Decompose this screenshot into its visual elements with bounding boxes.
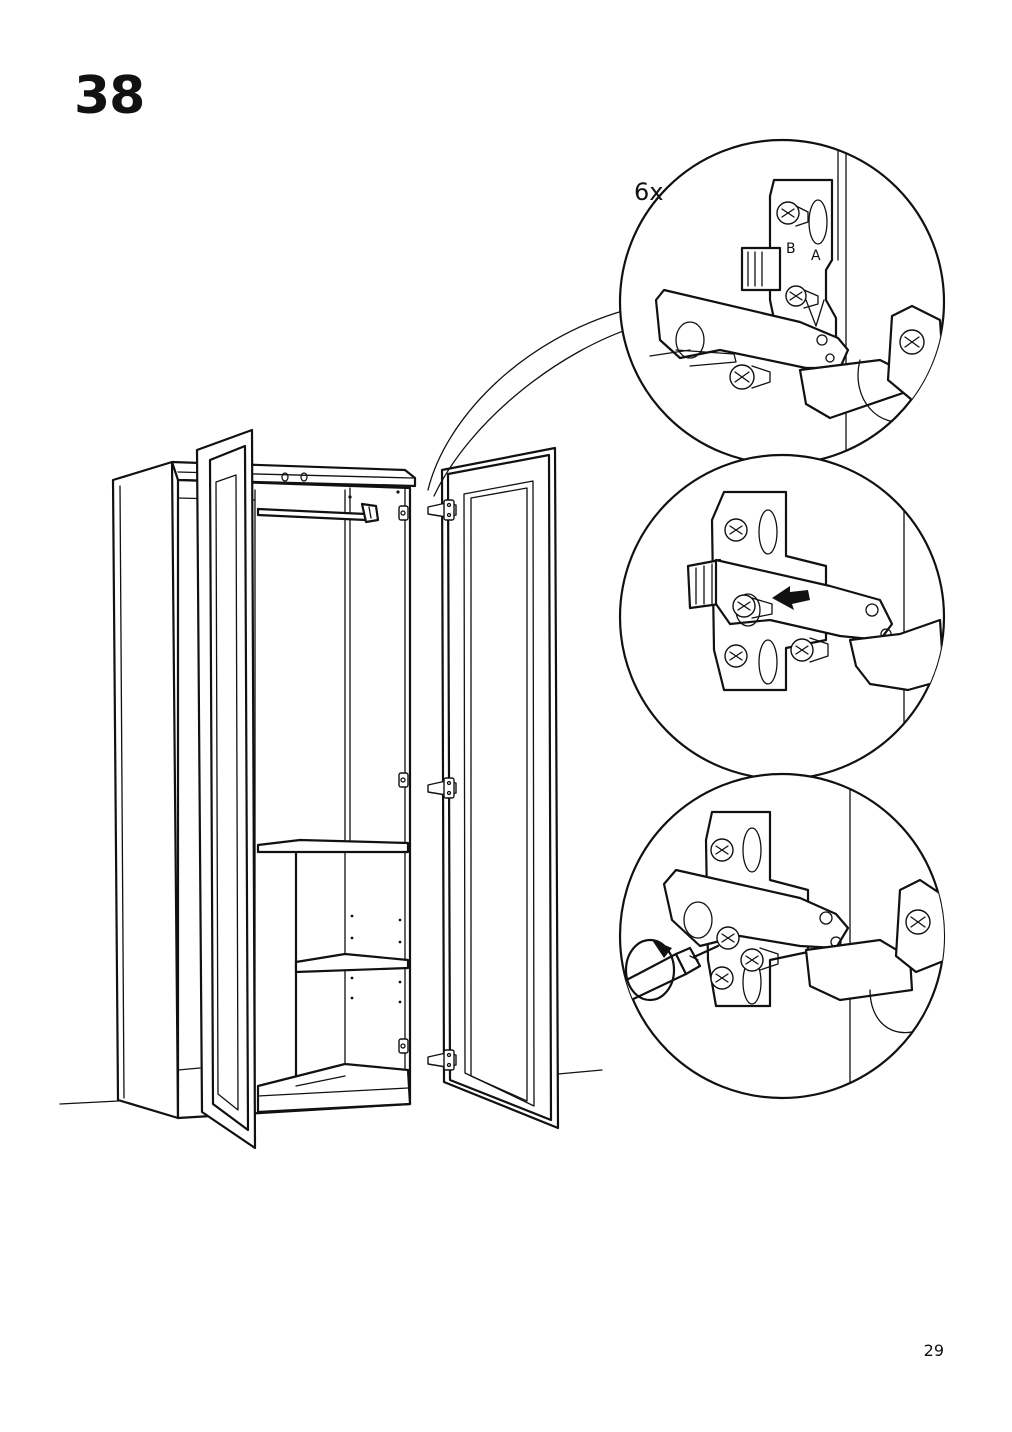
hinge-mark-a: A xyxy=(811,248,821,264)
quantity-label: 6x xyxy=(634,178,663,206)
detail-leader-upper xyxy=(427,309,627,491)
floor-line-right xyxy=(557,1069,603,1075)
rotation-arrow xyxy=(624,938,676,1002)
lower-shelf xyxy=(294,952,410,974)
hinge-plate-bottom xyxy=(398,1038,409,1054)
detail-circle-3 xyxy=(618,772,946,1100)
shelf xyxy=(256,838,410,854)
push-arrow xyxy=(772,586,810,610)
door-hinge-bottom xyxy=(427,1049,457,1071)
hinge-plate-top xyxy=(398,505,409,521)
door-hinge-top xyxy=(427,499,457,521)
hinge-plate-middle xyxy=(398,772,409,788)
wardrobe xyxy=(59,309,639,1150)
right-door xyxy=(440,446,560,1130)
step-number: 38 xyxy=(74,66,145,126)
detail-circle-2 xyxy=(618,453,946,781)
bottom-panel xyxy=(256,1062,412,1114)
detail-circle-1: B A 6x xyxy=(618,138,946,466)
hinge-mark-b: B xyxy=(786,241,796,257)
left-side-panel xyxy=(111,460,180,1120)
page-number: 29 xyxy=(923,1341,944,1360)
detail-leader-lower xyxy=(433,325,639,497)
door-hinge-middle xyxy=(427,777,457,799)
